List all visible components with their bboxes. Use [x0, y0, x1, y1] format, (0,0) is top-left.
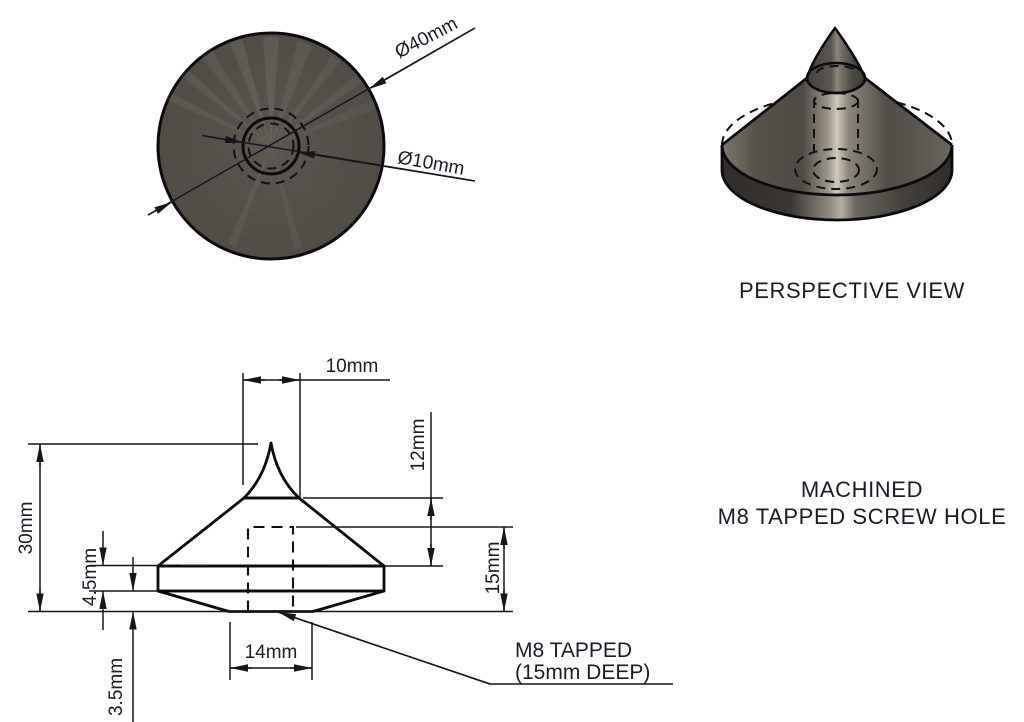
perspective-caption: PERSPECTIVE VIEW: [739, 278, 965, 303]
side-cone: [156, 496, 386, 568]
perspective-outlines: [720, 61, 954, 222]
dim-label-band-height: 4.5mm: [80, 548, 101, 606]
perspective-base-band: [722, 145, 952, 220]
d40-arrow-upper: [368, 27, 476, 90]
perspective-hidden-hole: [794, 65, 878, 190]
d10-arrow-left: [201, 134, 244, 144]
top-view: Ø40mm Ø10mm: [147, 13, 476, 261]
dim-label-chamfer-height: 3.5mm: [106, 658, 127, 716]
machining-note: MACHINED M8 TAPPED SCREW HOLE: [718, 477, 1007, 529]
side-view: M8 TAPPED (15mm DEEP) 10mm 30mm 12mm 15m…: [16, 356, 673, 722]
perspective-spike: [805, 26, 867, 95]
hole-leader: M8 TAPPED (15mm DEEP): [277, 611, 673, 685]
dim-label-spike-width: 10mm: [326, 356, 379, 377]
note-line-1: MACHINED: [801, 477, 923, 502]
note-line-2: M8 TAPPED SCREW HOLE: [718, 504, 1007, 529]
side-view-extension-lines: [28, 373, 513, 680]
perspective-hidden-back-rim: [721, 94, 953, 146]
side-view-dimension-lines: [36, 376, 508, 722]
perspective-view: PERSPECTIVE VIEW: [720, 26, 965, 303]
leader-text-line-1: M8 TAPPED: [515, 639, 632, 662]
side-bottom-chamfer: [156, 589, 386, 613]
side-band: [156, 564, 386, 593]
top-view-shoulder-circle: [241, 116, 301, 176]
side-cone-highlights: [180, 505, 352, 566]
top-view-hidden-flat-circle: [232, 107, 310, 185]
d10-arrow-right: [296, 151, 476, 182]
dim-label-inner-diameter: Ø10mm: [396, 147, 466, 179]
top-view-disc-outline: [156, 31, 386, 261]
side-view-dimension-labels: 10mm 30mm 12mm 15mm 4.5mm 3.5mm 14mm: [16, 356, 504, 716]
dim-label-flat-width: 14mm: [245, 642, 298, 663]
leader-text-line-2: (15mm DEEP): [515, 661, 650, 684]
side-hidden-tapped-hole: [246, 525, 295, 612]
side-view-part: [156, 441, 386, 613]
dim-label-total-height: 30mm: [16, 502, 37, 555]
dim-label-hole-depth: 15mm: [483, 542, 504, 595]
dim-label-cone-height: 12mm: [408, 419, 429, 472]
top-view-hidden-thread-circle: [247, 122, 295, 170]
d40-arrow-lower: [147, 201, 173, 216]
perspective-cone-face: [722, 63, 952, 195]
side-spike: [242, 441, 301, 500]
